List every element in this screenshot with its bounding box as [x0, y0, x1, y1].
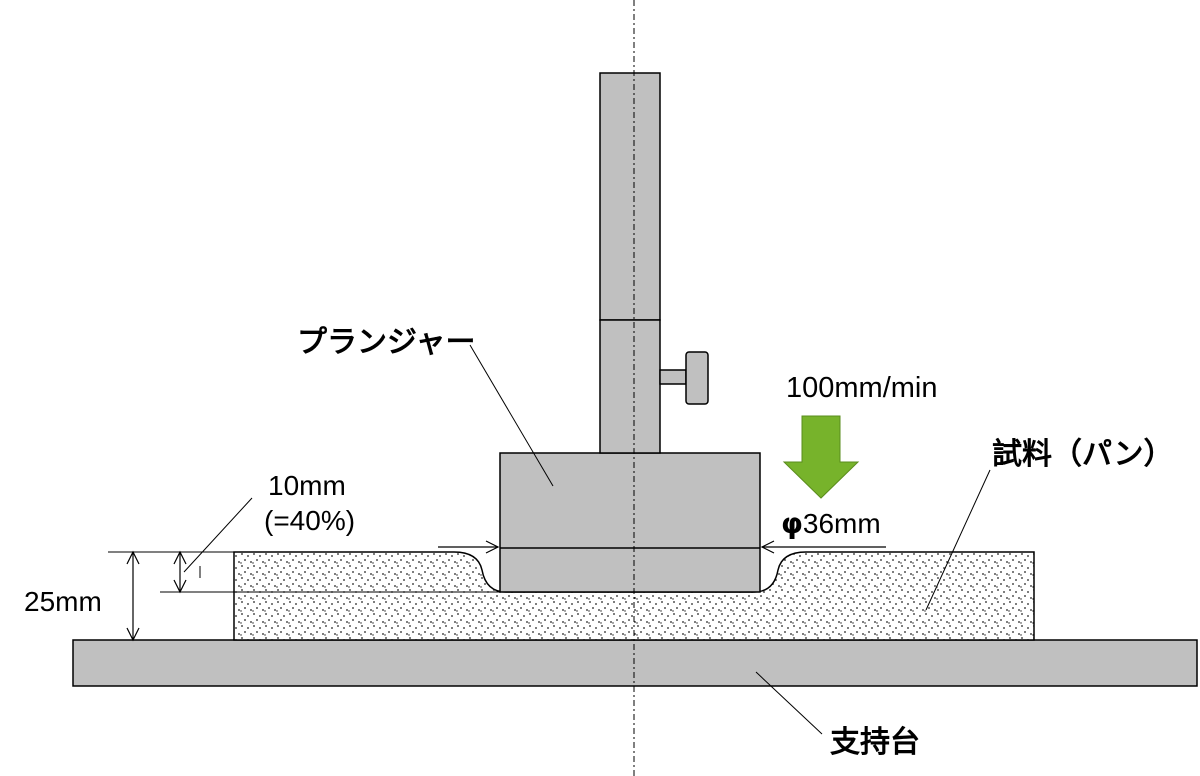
plunger-head	[499, 452, 761, 593]
diameter-label: φ36mm	[781, 507, 881, 540]
compression-arrow-bottom	[173, 579, 187, 594]
compression-pct-label: (=40%)	[264, 505, 355, 536]
speed-label: 100mm/min	[786, 372, 938, 404]
support-label: 支持台	[830, 725, 920, 760]
compression-arrow-top	[173, 550, 187, 565]
compression-leader	[183, 497, 253, 573]
diameter-arrow-right-head	[760, 540, 775, 554]
plunger-label: プランジャー	[297, 325, 476, 360]
plunger-shaft-upper	[599, 72, 661, 321]
knob-stem	[659, 369, 687, 385]
diameter-arrow-left-head	[485, 540, 500, 554]
knob-head	[685, 351, 709, 405]
speed-arrow-icon	[782, 415, 860, 499]
diameter-symbol: φ	[781, 507, 803, 540]
sample-label: 試料（パン）	[992, 437, 1174, 472]
thickness-label: 25mm	[24, 586, 102, 617]
diameter-value: 36mm	[803, 508, 881, 539]
thickness-arrow-bottom	[126, 627, 140, 642]
thickness-arrow-top	[126, 550, 140, 565]
support-leader	[755, 671, 823, 735]
support-base	[72, 639, 1198, 687]
plunger-leader	[469, 344, 554, 487]
compression-mm-label: 10mm	[268, 470, 346, 501]
sample-leader	[925, 469, 991, 611]
plunger-shaft-lower	[599, 319, 661, 454]
